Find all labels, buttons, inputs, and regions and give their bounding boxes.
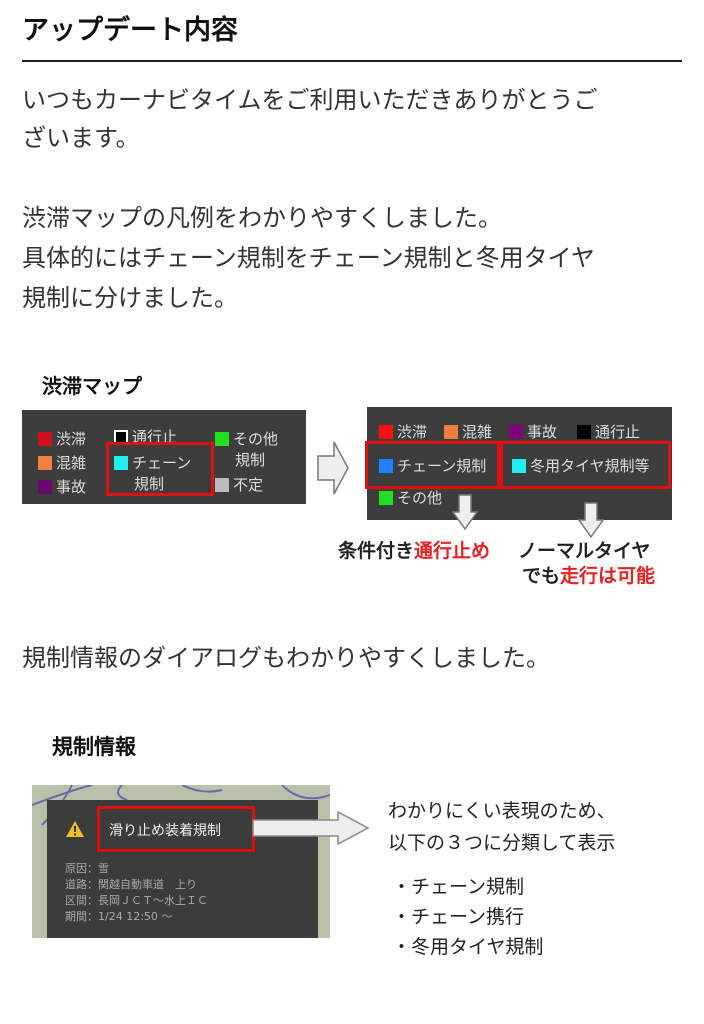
old-legend-item: 事故 xyxy=(38,476,86,497)
warning-icon xyxy=(66,821,84,837)
dialog-title: 滑り止め装着規制 xyxy=(109,823,221,839)
detail-cause: 原因：雪 xyxy=(65,862,109,875)
color-swatch xyxy=(379,425,393,439)
color-swatch xyxy=(215,432,229,446)
new-legend-item: その他 xyxy=(379,487,442,508)
color-swatch xyxy=(38,480,52,494)
old-legend-item: チェーン規制 xyxy=(114,452,191,494)
detail-period: 期間：1/24 12:50 ～ xyxy=(65,910,173,923)
down-arrow-icon xyxy=(578,502,604,538)
down-arrow-icon xyxy=(452,494,478,530)
color-swatch xyxy=(379,459,393,473)
color-swatch xyxy=(444,425,458,439)
bullet-item: ・冬用タイヤ規制 xyxy=(392,936,544,958)
divider xyxy=(22,60,682,62)
figure2-title: 規制情報 xyxy=(52,735,136,759)
new-legend: 渋滞 混雑 事故 通行止 チェーン規制 冬用タイヤ規制等 その他 xyxy=(365,407,672,520)
new-legend-item: 混雑 xyxy=(444,421,492,442)
color-swatch xyxy=(577,425,591,439)
old-legend-item: その他規制 xyxy=(215,428,278,470)
highlight-box-winter xyxy=(500,441,671,489)
detail-section: 区間：長岡ＪＣＴ～水上ＩＣ xyxy=(65,894,208,907)
page-title: アップデート内容 xyxy=(22,15,238,46)
color-swatch xyxy=(379,491,393,505)
new-legend-item: 冬用タイヤ規制等 xyxy=(512,455,650,476)
highlight-box xyxy=(106,442,214,496)
update-line-1: 渋滞マップの凡例をわかりやすくしました。 xyxy=(22,204,502,232)
right-arrow-icon xyxy=(317,441,349,495)
old-legend-item: 渋滞 xyxy=(38,428,86,449)
greeting-line-1: いつもカーナビタイムをご利用いただきありがとうご xyxy=(22,86,598,114)
new-legend-item: チェーン規制 xyxy=(379,455,486,476)
greeting-line-2: ざいます。 xyxy=(22,124,140,152)
color-swatch xyxy=(215,478,229,492)
new-legend-item: 渋滞 xyxy=(379,421,427,442)
highlight-box xyxy=(97,806,255,852)
color-swatch xyxy=(38,432,52,446)
caption-left: 条件付き通行止め xyxy=(338,540,491,562)
explain-line-1: わかりにくい表現のため、 xyxy=(388,800,616,822)
old-legend-item: 混雑 xyxy=(38,452,86,473)
color-swatch xyxy=(114,456,128,470)
explain-line-2: 以下の３つに分類して表示 xyxy=(388,832,616,854)
figure1-title: 渋滞マップ xyxy=(42,374,142,398)
caption-right-1: ノーマルタイヤ xyxy=(518,540,651,562)
color-swatch xyxy=(38,456,52,470)
update-line-2: 具体的にはチェーン規制をチェーン規制と冬用タイヤ xyxy=(22,244,595,272)
old-legend: 渋滞 混雑 事故 通行止 チェーン規制 その他規制 不定 xyxy=(22,410,306,504)
new-legend-item: 事故 xyxy=(509,421,557,442)
update-line-3: 規制に分けました。 xyxy=(22,284,238,312)
bullet-item: ・チェーン携行 xyxy=(392,906,525,928)
color-swatch xyxy=(509,425,523,439)
color-swatch xyxy=(512,459,526,473)
bullet-item: ・チェーン規制 xyxy=(392,876,525,898)
old-legend-item: 不定 xyxy=(215,474,263,495)
highlight-box-chain xyxy=(365,441,500,489)
caption-right-2: でも走行は可能 xyxy=(522,565,656,587)
detail-road: 道路：関越自動車道 上り xyxy=(65,878,197,891)
new-legend-item: 通行止 xyxy=(577,421,640,442)
dialog-update-line: 規制情報のダイアログもわかりやすくしました。 xyxy=(22,644,550,672)
right-arrow-icon xyxy=(252,811,370,845)
